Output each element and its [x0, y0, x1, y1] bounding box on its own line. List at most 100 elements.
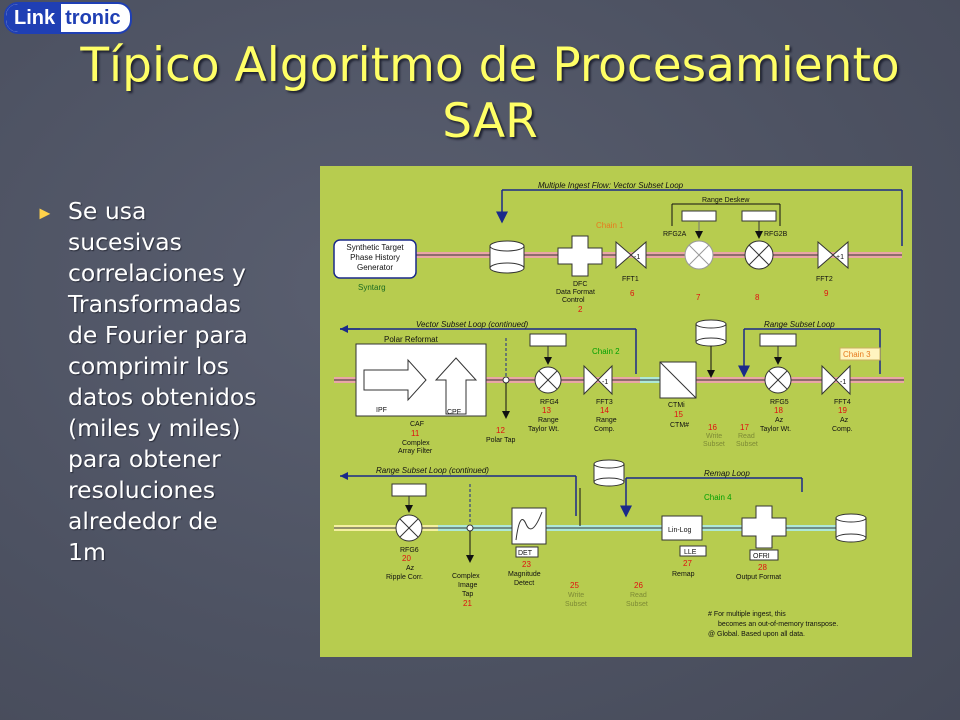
rfg6-label: Ripple Corr.	[386, 574, 423, 581]
fft3-label: Range	[596, 417, 617, 424]
ctm-number: 15	[674, 410, 683, 419]
write-number: 25	[570, 581, 579, 590]
bullet-list: ► Se usa sucesivas correlaciones y Trans…	[36, 196, 306, 568]
rfg2a-multiplier: RFG2A 7	[663, 210, 717, 302]
rfg4-number: 13	[542, 406, 551, 415]
rfg4-label: Range	[538, 417, 559, 424]
rfg4-multiplier: RFG4 13 Range Taylor Wt.	[528, 333, 567, 433]
polar-tap-number: 12	[496, 426, 505, 435]
fft3-block: -1 FFT3 14 Range Comp.	[583, 364, 617, 433]
loop-vector-cont: Vector Subset Loop (continued)	[340, 320, 637, 374]
bullet-line: alrededor de	[68, 507, 218, 535]
dfc-number: 2	[578, 305, 583, 314]
read-number: 26	[634, 581, 643, 590]
rfg5-number: 18	[774, 406, 783, 415]
det-label: Detect	[514, 580, 534, 587]
loop-range-cont: Range Subset Loop (continued)	[340, 466, 577, 516]
chain-3-badge: Chain 3	[839, 347, 881, 361]
database-icon	[835, 513, 867, 543]
caf-label: CAF	[410, 421, 424, 428]
read-label: Subset	[736, 441, 758, 448]
write-label: Write	[706, 433, 722, 440]
loop-label: Multiple Ingest Flow: Vector Subset Loop	[538, 181, 684, 190]
bullet-line: Se usa	[68, 197, 147, 225]
fft2-label: FFT2	[816, 276, 833, 283]
ctm-label: CTMi	[668, 402, 685, 409]
write-subset-16: 16 Write Subset	[703, 346, 725, 448]
loop-multiple-ingest: Multiple Ingest Flow: Vector Subset Loop	[496, 181, 903, 246]
polar-tap-label: Polar Tap	[486, 437, 516, 444]
loop-range-deskew: Range Deskew	[671, 197, 781, 226]
bullet-item: ► Se usa sucesivas correlaciones y Trans…	[36, 196, 306, 568]
company-logo: Link tronic	[4, 2, 132, 34]
rfg5-label: Az	[775, 417, 784, 424]
read-number: 17	[740, 423, 749, 432]
generator-label: Generator	[357, 263, 393, 272]
polar-reformat-label: Polar Reformat	[384, 335, 439, 344]
bullet-line: para obtener	[68, 445, 221, 473]
linlog-label: Lin-Log	[668, 527, 691, 534]
bullet-line: correlaciones y	[68, 259, 246, 287]
bullet-line: de Fourier para	[68, 321, 248, 349]
rfg2b-multiplier: RFG2B 8	[741, 210, 788, 302]
det-block: DET 23 Magnitude Detect	[508, 507, 547, 587]
lle-label: LLE	[684, 549, 697, 556]
dfc-block: DFC Data Format Control 2	[556, 235, 603, 314]
fft3-number: 14	[600, 406, 609, 415]
rfg2a-label: RFG2A	[663, 231, 687, 238]
loop-label: Range Deskew	[702, 197, 750, 204]
rfg2b-number: 8	[755, 293, 760, 302]
write-label: Subset	[565, 601, 587, 608]
rfg6-multiplier: RFG6 20 Az Ripple Corr.	[386, 483, 427, 581]
fft1-number: 6	[630, 289, 635, 298]
loop-label: Vector Subset Loop (continued)	[416, 320, 529, 329]
tap-label: Image	[458, 582, 478, 589]
tap-label: Complex	[452, 573, 480, 580]
det-label: DET	[518, 550, 533, 557]
ipf-label: IPF	[376, 407, 387, 414]
generator-label: Synthetic Target	[346, 243, 404, 252]
diagram-notes: # For multiple ingest, this becomes an o…	[708, 611, 838, 638]
caf-number: 11	[411, 429, 420, 438]
rfg5-label: Taylor Wt.	[760, 426, 791, 433]
tap-label: Tap	[462, 591, 473, 598]
fft-sign: -1	[634, 254, 640, 261]
polar-tap: 12 Polar Tap	[486, 338, 516, 444]
loop-label: Range Subset Loop (continued)	[376, 466, 489, 475]
complex-image-tap: Complex Image Tap 21	[452, 484, 480, 608]
chain-4-label: Chain 4	[704, 493, 732, 502]
fft-sign: +1	[836, 254, 844, 261]
chain-2-label: Chain 2	[592, 347, 620, 356]
bullet-line: Transformadas	[68, 290, 241, 318]
rfg4-label: Taylor Wt.	[528, 426, 559, 433]
lin-log-block: Lin-Log LLE 27 Remap	[661, 515, 707, 578]
write-subset-25: 25 Write Subset	[565, 488, 587, 608]
rfg5-label: RFG5	[770, 399, 789, 406]
read-subset-17: 17 Read Subset	[736, 423, 758, 448]
chain-3-label: Chain 3	[843, 350, 871, 359]
fft4-block: -1 FFT4 19 Az Comp.	[821, 364, 853, 433]
note-line: # For multiple ingest, this	[708, 611, 786, 618]
fft3-label: Comp.	[594, 426, 615, 433]
fft-sign: -1	[602, 379, 608, 386]
polar-reformat-block: Polar Reformat IPF CPF CAF 11 Complex Ar…	[355, 335, 487, 455]
ctm-label: CTM#	[670, 422, 689, 429]
generator-sub: Syntarg	[358, 283, 386, 292]
fft3-label: FFT3	[596, 399, 613, 406]
loop-remap: Remap Loop	[620, 469, 803, 518]
dfc-label: DFC	[573, 281, 587, 288]
sar-processing-diagram: Multiple Ingest Flow: Vector Subset Loop…	[320, 166, 912, 657]
rfg6-label: Az	[406, 565, 415, 572]
rfg2b-label: RFG2B	[764, 231, 788, 238]
logo-link-text: Link	[6, 4, 62, 32]
fft-sign: -1	[840, 379, 846, 386]
loop-label: Range Subset Loop	[764, 320, 835, 329]
caf-label: Complex	[402, 440, 430, 447]
fft4-number: 19	[838, 406, 847, 415]
cpf-label: CPF	[447, 409, 461, 416]
database-icon	[593, 459, 625, 487]
read-label: Subset	[626, 601, 648, 608]
fft4-label: Comp.	[832, 426, 853, 433]
slide-title: Típico Algoritmo de Procesamiento SAR	[60, 38, 920, 150]
bullet-line: sucesivas	[68, 228, 182, 256]
